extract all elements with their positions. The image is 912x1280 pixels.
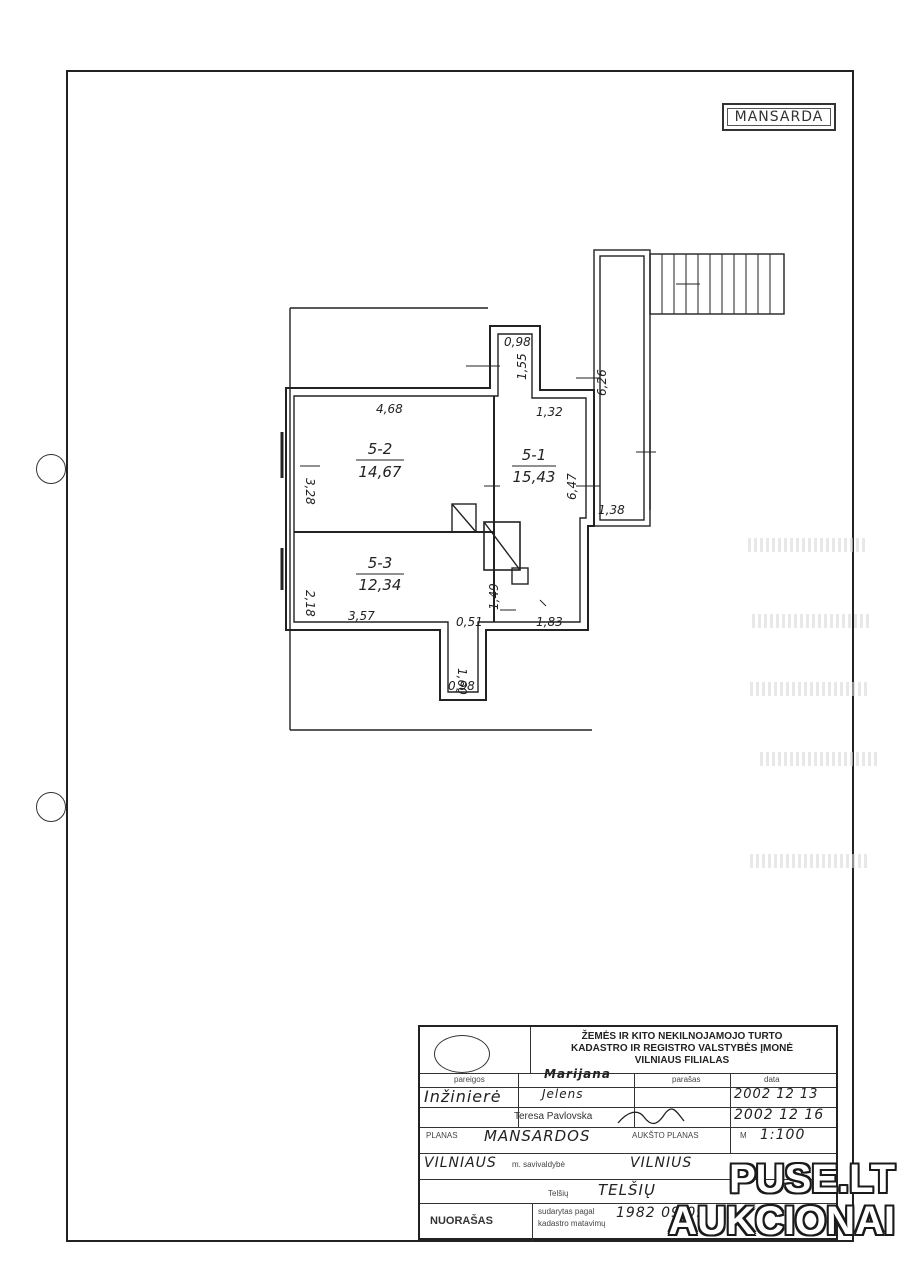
agency-line: ŽEMĖS IR KITO NEKILNOJAMOJO TURTO: [581, 1031, 783, 1042]
city: VILNIUS: [630, 1155, 693, 1171]
signature-scribble-icon: [617, 1108, 685, 1125]
room-id: 5-3: [368, 554, 393, 572]
copy-stamp: NUORAŠAS: [430, 1215, 493, 1227]
agency-line: KADASTRO IR REGISTRO VALSTYBĖS ĮMONĖ: [570, 1043, 794, 1054]
room-id: 5-2: [368, 440, 393, 458]
watermark: PUSE.LT AUKCIONAI: [615, 1158, 895, 1242]
scan-noise: [750, 682, 870, 696]
dimension: 4,68: [376, 402, 403, 416]
street-label: Telšių: [548, 1189, 569, 1198]
dimension: 1,38: [598, 503, 625, 517]
dimension: 0,98: [504, 335, 531, 349]
dimension: 6,26: [595, 369, 609, 396]
municipality-label: m. savivaldybė: [512, 1160, 565, 1169]
room-area: 14,67: [359, 463, 402, 481]
signer-name: Teresa Pavlovska: [514, 1111, 593, 1122]
room-area: 12,34: [359, 576, 402, 594]
municipality: VILNIAUS: [424, 1155, 497, 1171]
note-date: 1982 09 09: [616, 1205, 707, 1221]
context-outline: [289, 307, 592, 731]
stair-corridor: [593, 249, 651, 527]
dimension: 0,51: [456, 615, 483, 629]
column-header: parašas: [672, 1075, 701, 1084]
dimension-labels: 0,98 1,55 6,26 4,68 1,32 3,28 6,47 1,38 …: [303, 335, 625, 695]
scale-value: 1:100: [760, 1127, 806, 1143]
scale-label: M: [740, 1131, 747, 1140]
punch-hole-top: [36, 454, 66, 484]
scan-noise: [748, 538, 868, 552]
dimension: 1,60: [455, 668, 469, 695]
dimension: 6,47: [565, 473, 579, 500]
column-header: data: [764, 1075, 780, 1084]
plan-label: PLANAS: [426, 1131, 458, 1140]
agency-seal-icon: [434, 1035, 490, 1073]
scan-noise: [760, 752, 880, 766]
stair-flight: [649, 253, 785, 315]
watermark-line: AUKCIONAI: [668, 1199, 895, 1243]
plan-label: AUKŠTO PLANAS: [632, 1131, 699, 1140]
punch-hole-bottom: [36, 792, 66, 822]
title-block: ŽEMĖS IR KITO NEKILNOJAMOJO TURTO KADAST…: [418, 1025, 838, 1242]
room-area: 15,43: [513, 468, 556, 486]
date-field: 2002 12 16: [734, 1107, 825, 1123]
signer-name-alt: Jelens: [542, 1087, 584, 1101]
dimension: 3,57: [348, 609, 375, 623]
note-text: kadastro matavimų: [538, 1219, 606, 1228]
room-id: 5-1: [522, 446, 547, 464]
dimension: 1,49: [487, 583, 501, 610]
scan-noise: [752, 614, 872, 628]
street-value: TELŠIŲ: [598, 1181, 656, 1199]
signer-name: Marijana: [544, 1067, 611, 1081]
room-labels: 5-2 14,67 5-1 15,43 5-3 12,34: [356, 440, 556, 594]
column-header: pareigos: [454, 1075, 485, 1084]
date-field: 2002 12 13: [734, 1087, 819, 1102]
dimension: 3,28: [303, 478, 317, 505]
plan-title: MANSARDOS: [484, 1127, 591, 1145]
agency-line: VILNIAUS FILIALAS: [634, 1055, 730, 1066]
dimension: 1,32: [536, 405, 563, 419]
dimension: 0,98: [448, 679, 475, 693]
agency-name: ŽEMĖS IR KITO NEKILNOJAMOJO TURTO KADAST…: [532, 1031, 832, 1067]
dimension: 2,18: [303, 590, 317, 617]
signer-role: Inžinierė: [424, 1087, 502, 1106]
drawing-frame: [66, 70, 854, 1242]
scan-noise: [750, 854, 870, 868]
dimension: 1,55: [515, 353, 529, 380]
inner-wall: [293, 333, 587, 693]
dimension: 1,83: [536, 615, 563, 629]
watermark-line: PUSE.LT: [729, 1157, 895, 1201]
note-text: sudarytas pagal: [538, 1207, 595, 1216]
floor-stamp: MANSARDA: [722, 103, 836, 131]
outer-wall: [285, 325, 595, 701]
